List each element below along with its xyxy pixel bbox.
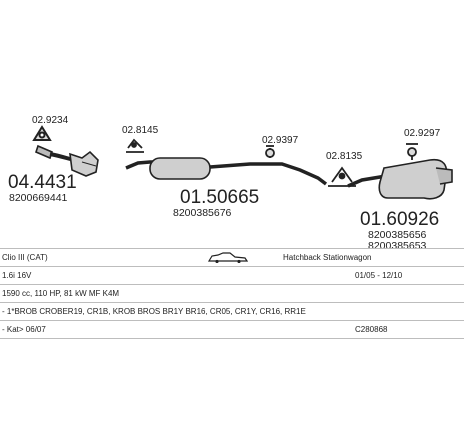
catalyst-note: - Kat> 06/07 (2, 325, 46, 334)
oe-number-01-60926-a: 8200385656 (368, 229, 427, 241)
hanger-02-9234 (32, 125, 52, 141)
info-row-model: Clio III (CAT) Hatchback Stationwagon (0, 248, 464, 266)
car-body-icon (208, 252, 248, 263)
part-ref-01-50665: 01.50665 (180, 187, 259, 208)
part-ref-02-8145: 02.8145 (122, 125, 159, 136)
front-pipe-catalyst-04-4431 (35, 144, 99, 177)
model-name: Clio III (CAT) (2, 253, 48, 262)
oe-number-04-4431: 8200669441 (9, 192, 68, 204)
hanger-02-9297 (406, 143, 418, 160)
engine-specs: 1590 cc, 110 HP, 81 kW MF K4M (2, 289, 120, 298)
oe-number-01-60926-b: 8200385653 (368, 240, 427, 250)
engine: 1.6i 16V (2, 271, 32, 280)
info-row-engine: 1.6i 16V 01/05 - 12/10 (0, 266, 464, 284)
set-code: C280868 (355, 325, 388, 334)
part-ref-02-9234: 02.9234 (32, 115, 69, 126)
engine-codes: - 1*BROB CROBER19, CR1B, KROB BROS BR1Y … (2, 307, 306, 316)
exhaust-system-diagram: 02.9234 04.4431 8200669441 02.8145 01.50… (8, 115, 453, 250)
part-ref-01-60926: 01.60926 (360, 209, 439, 230)
oe-number-01-50665: 8200385676 (173, 207, 232, 219)
part-ref-02-8135: 02.8135 (326, 151, 363, 162)
rear-silencer-01-60926 (347, 158, 453, 200)
info-row-codes: - 1*BROB CROBER19, CR1B, KROB BROS BR1Y … (0, 302, 464, 320)
middle-silencer-01-50665 (125, 157, 328, 186)
body-type: Hatchback Stationwagon (283, 253, 372, 262)
production-years: 01/05 - 12/10 (355, 271, 403, 280)
clamp-02-8145 (126, 138, 144, 153)
part-ref-04-4431: 04.4431 (8, 172, 77, 193)
part-ref-02-9297: 02.9297 (404, 128, 441, 139)
info-row-cat: - Kat> 06/07 C280868 (0, 320, 464, 339)
part-ref-02-9397: 02.9397 (262, 135, 299, 146)
vehicle-info-table: Clio III (CAT) Hatchback Stationwagon 1.… (0, 248, 464, 339)
info-row-specs: 1590 cc, 110 HP, 81 kW MF K4M (0, 284, 464, 302)
hanger-02-9397 (265, 145, 275, 158)
